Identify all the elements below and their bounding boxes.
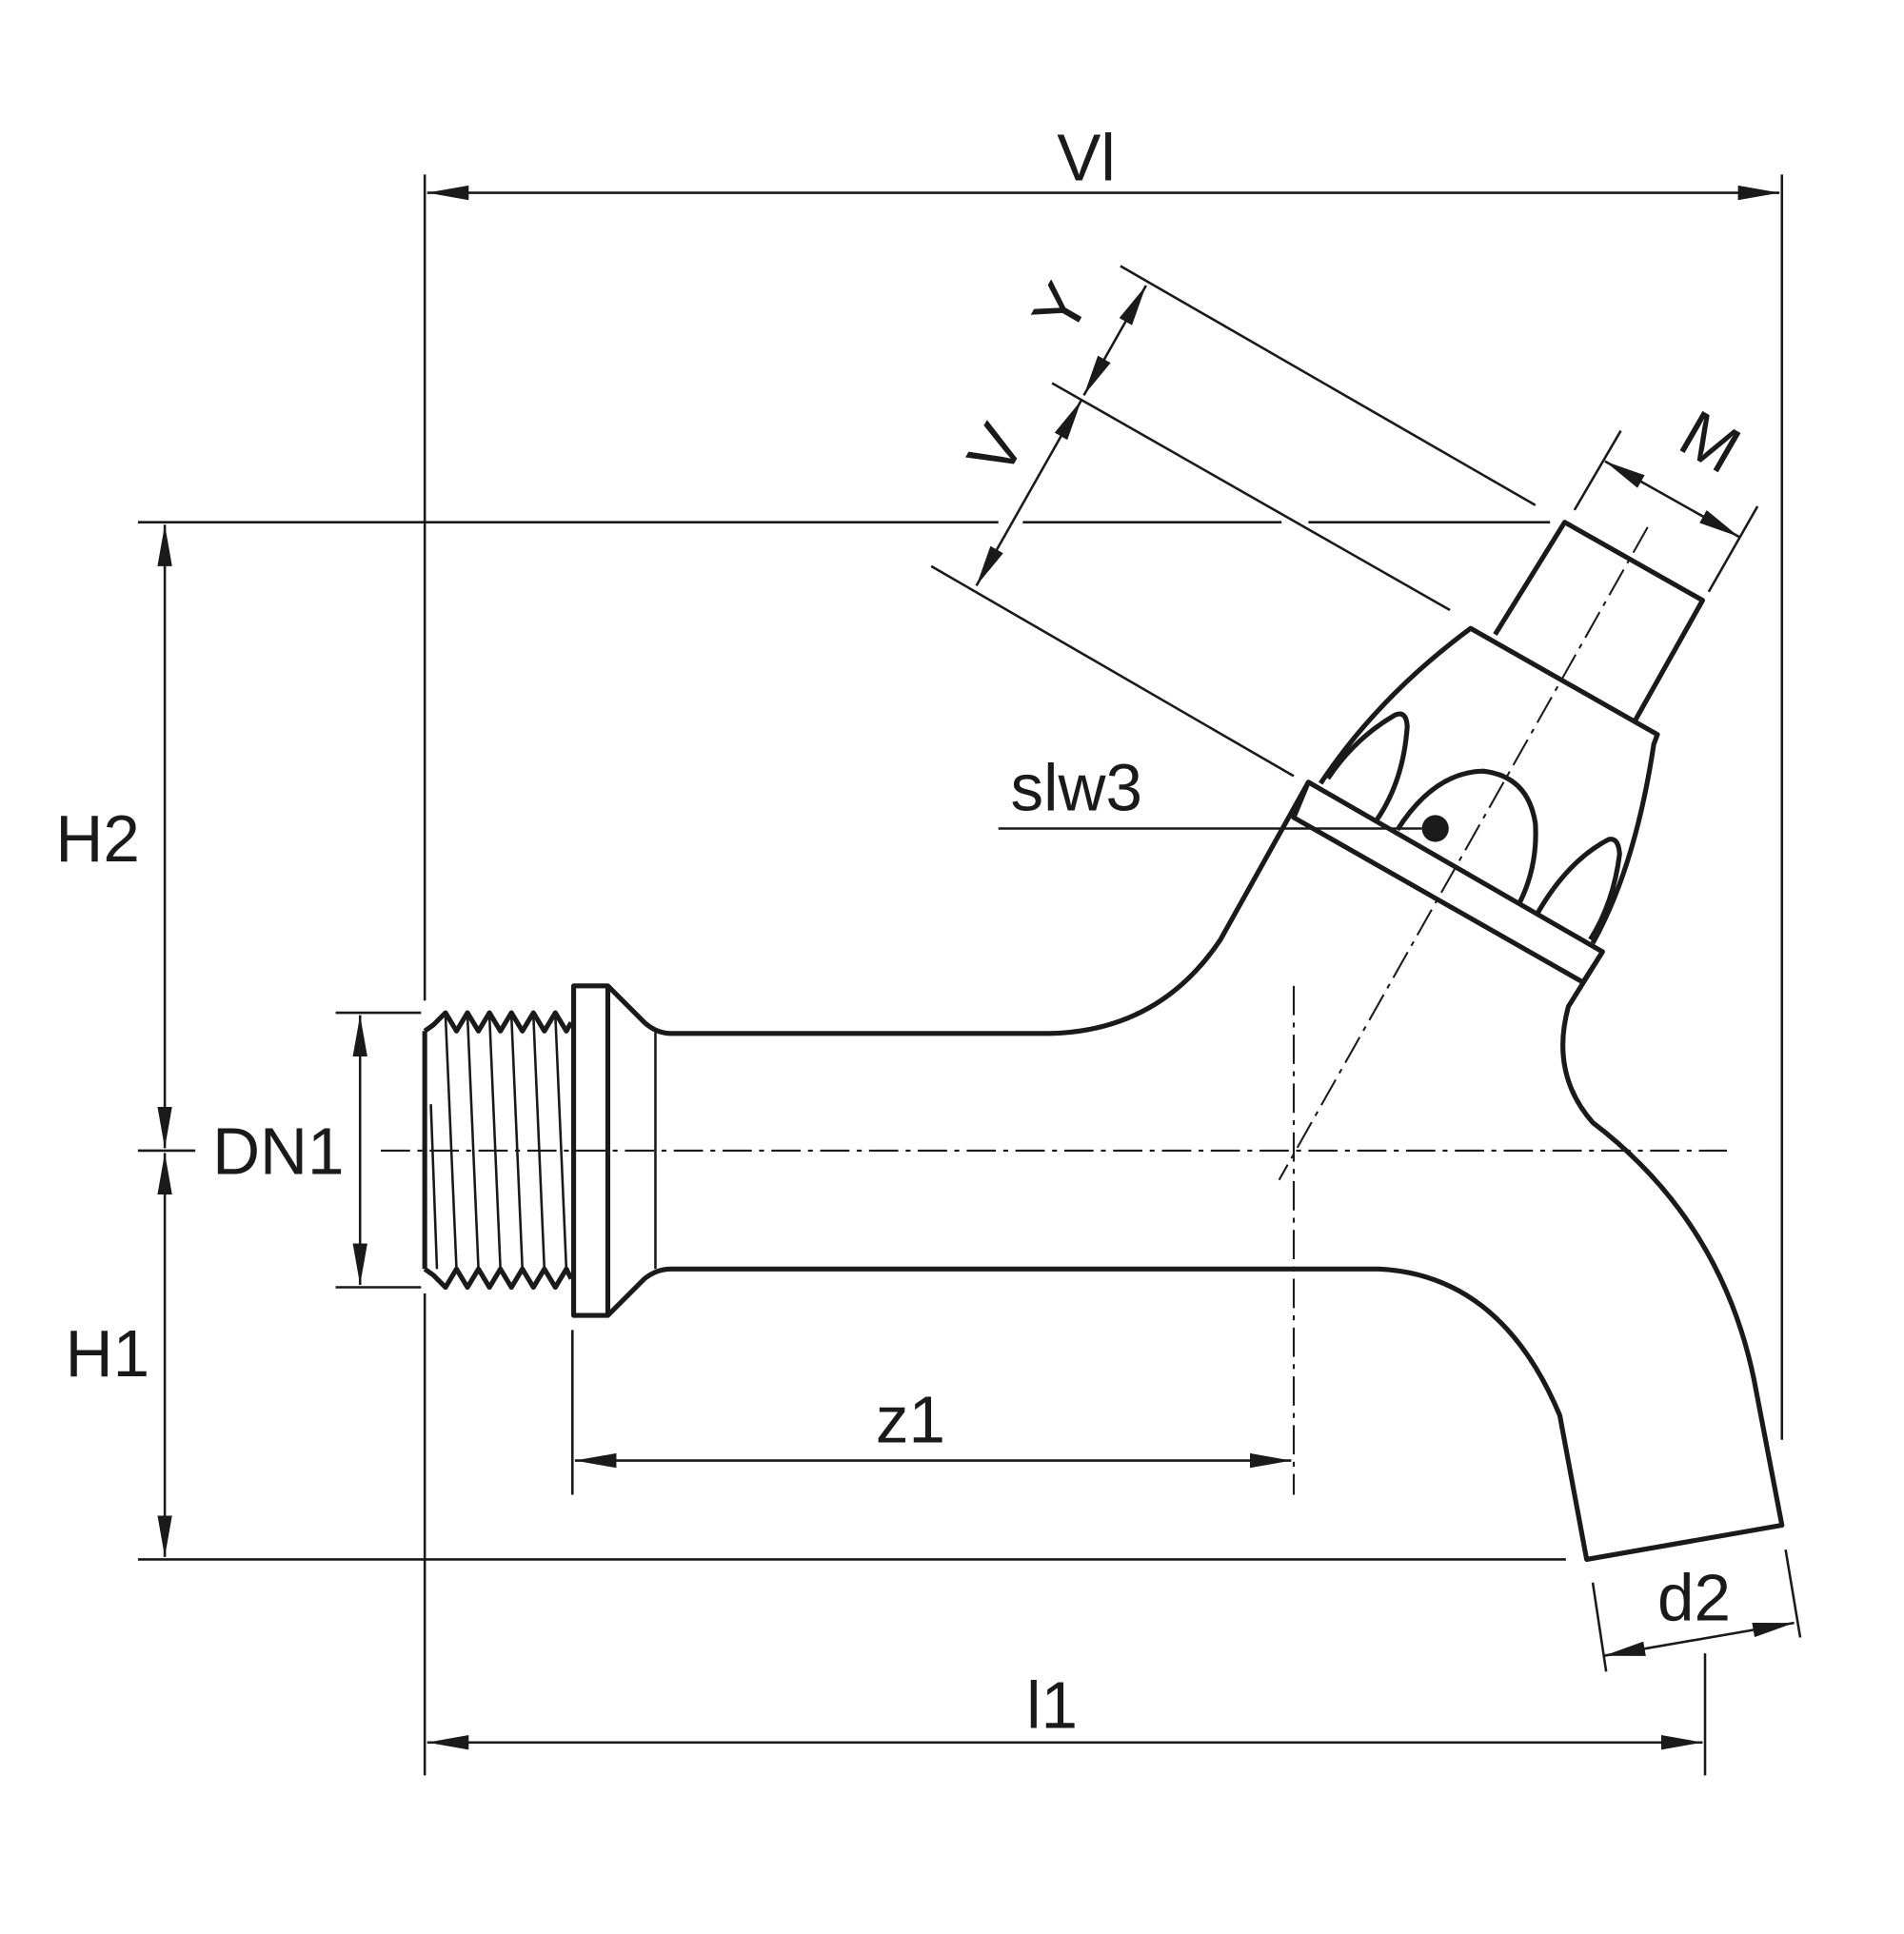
dimension-dn1: DN1 [212, 1011, 422, 1289]
dimension-d2: d2 [1591, 1549, 1802, 1672]
label-vl: Vl [1057, 121, 1116, 195]
dimension-h: H2 H1 [55, 521, 1566, 1561]
dimension-l1: l1 [426, 1653, 1707, 1776]
valve-axis-line [1278, 526, 1649, 1181]
label-l1: l1 [1026, 1668, 1078, 1742]
dimension-vl: Vl [423, 121, 1784, 1776]
label-d2: d2 [1657, 1561, 1731, 1635]
thread [422, 1010, 574, 1291]
label-slw3: slw3 [1011, 750, 1142, 824]
dimension-slw3: slw3 [998, 750, 1422, 830]
dimension-m: M [1573, 396, 1759, 593]
faucet-body [571, 520, 1785, 1562]
label-h2: H2 [55, 801, 139, 876]
label-y: Y [1018, 270, 1104, 345]
label-h1: H1 [66, 1316, 149, 1391]
label-z1: z1 [876, 1382, 945, 1456]
label-dn1: DN1 [212, 1114, 344, 1188]
label-v: V [953, 412, 1040, 487]
label-m: M [1668, 396, 1753, 487]
dimension-z1: z1 [571, 985, 1295, 1495]
